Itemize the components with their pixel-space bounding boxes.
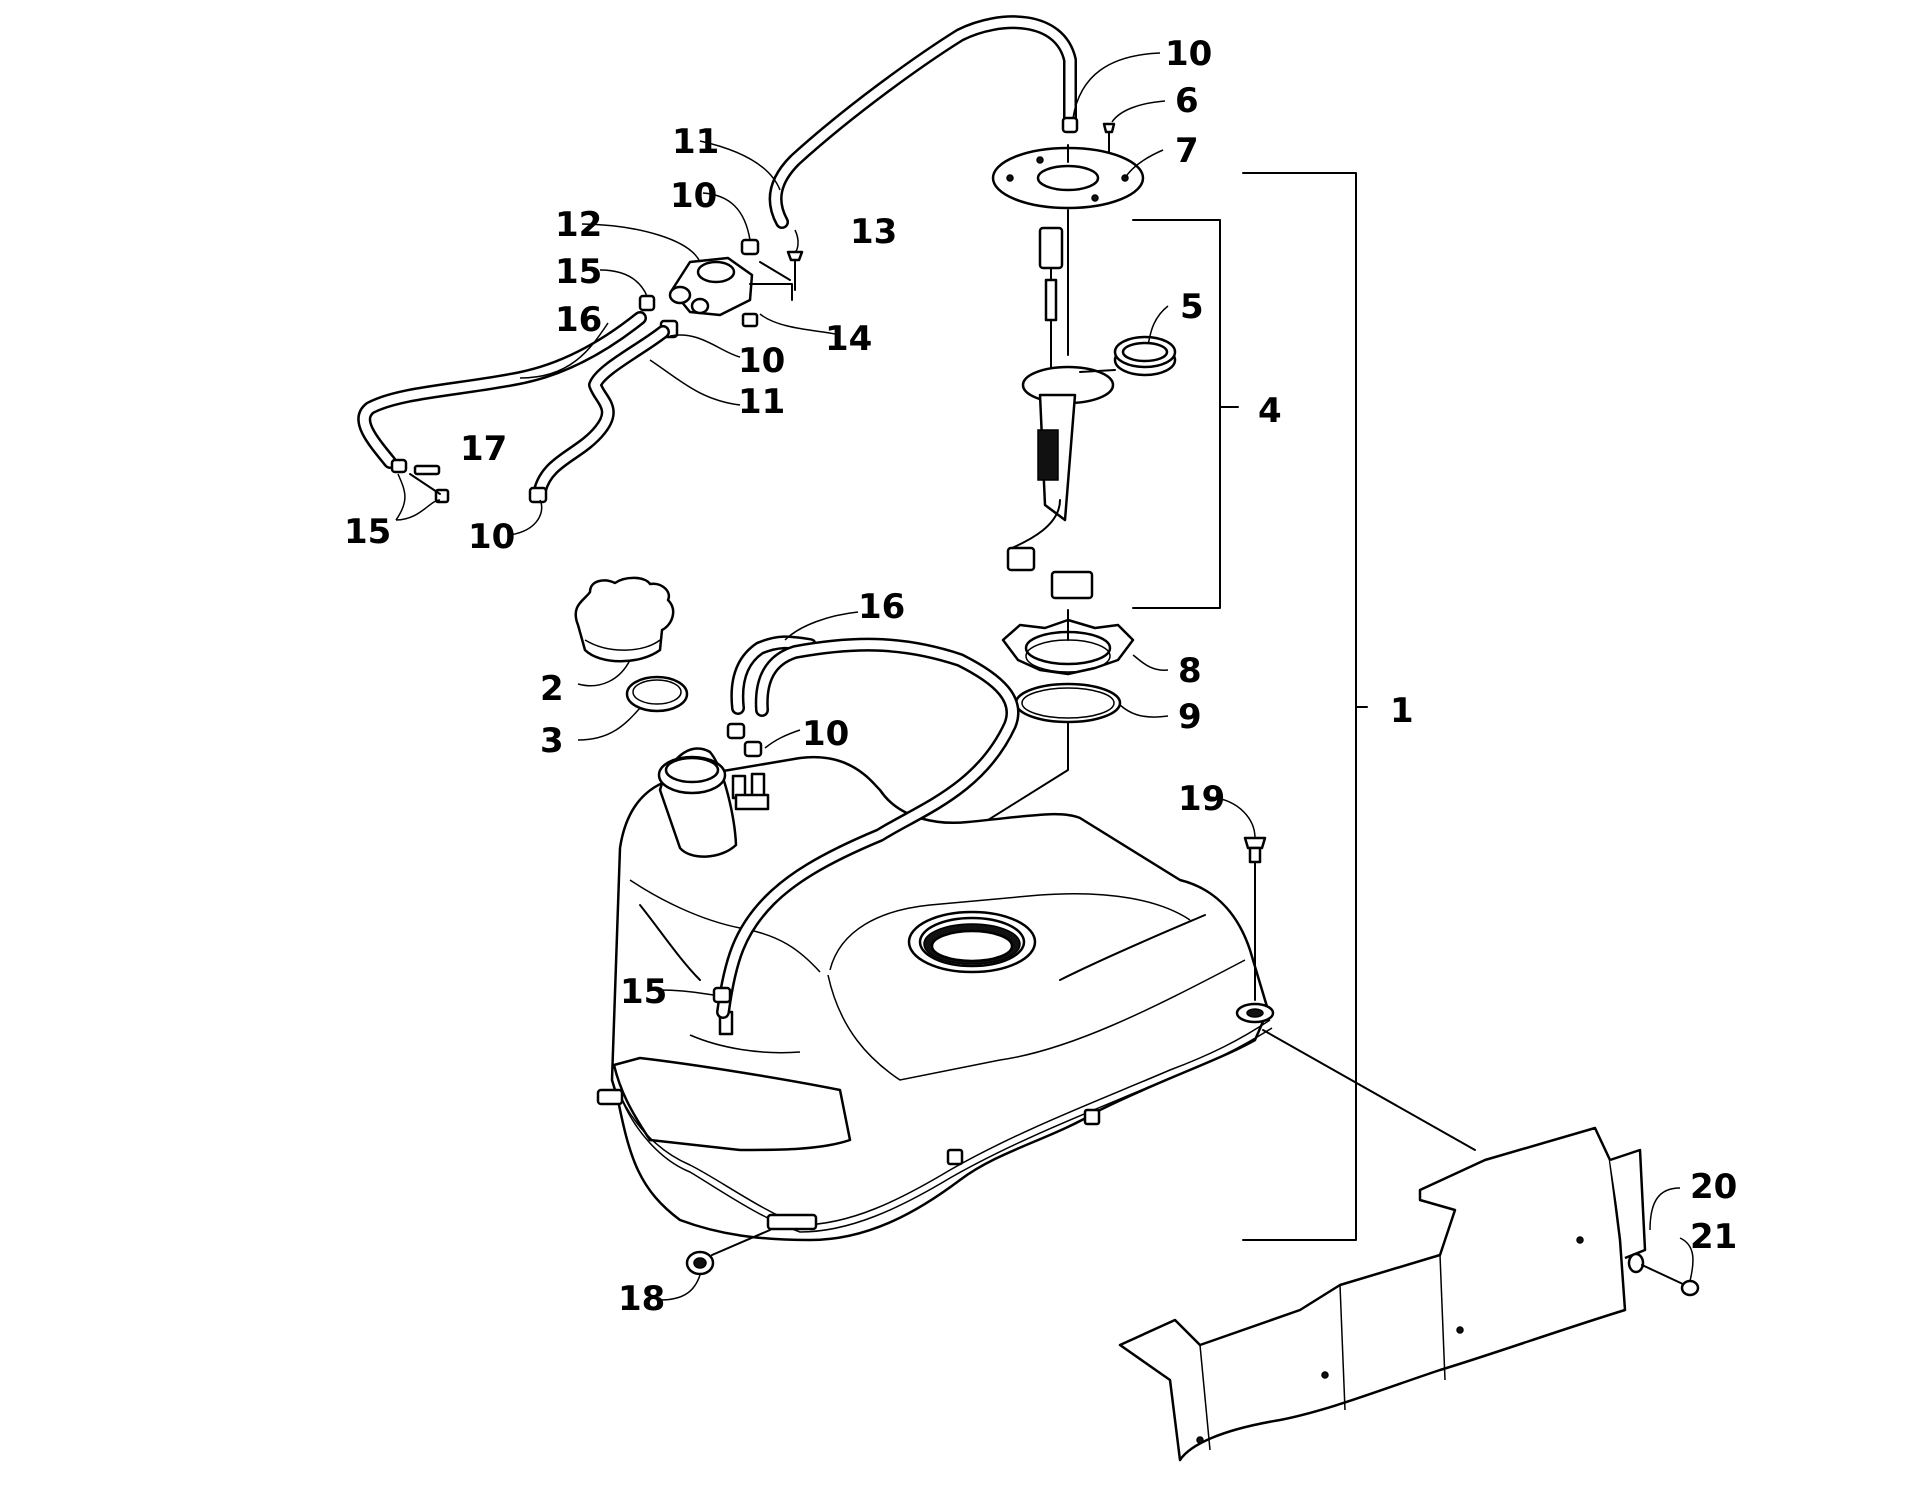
callout-label: 15 [620,972,667,1012]
nut-14 [741,312,759,328]
screw-19 [1243,836,1267,1001]
callout-label: 8 [1178,651,1202,691]
callout-label: 11 [672,122,719,162]
vent-hose-upper [768,15,1077,229]
callout-label: 18 [618,1279,665,1319]
connector-17 [409,464,450,504]
callout-label: 16 [555,300,602,340]
callout-label: 2 [540,669,564,709]
screw-13 [786,250,804,291]
bracket-assembly-1 [1242,172,1368,1241]
callout-label: 7 [1175,131,1199,171]
callout-label: 10 [670,176,717,216]
screw-6 [1102,122,1116,166]
callout-label: 10 [802,714,849,754]
callout-label: 17 [460,429,507,469]
grommet-18 [685,1229,771,1276]
callout-label: 9 [1178,697,1202,737]
callout-labels: 1 2 3 4 5 6 7 8 9 10 10 10 10 10 11 11 1… [344,34,1737,1319]
callout-label: 21 [1690,1217,1737,1257]
callout-label: 3 [540,721,564,761]
hose-clamp [1061,116,1079,134]
seal-ring-5 [1113,335,1177,377]
callout-label: 1 [1390,691,1414,731]
retaining-ring-8 [1001,609,1135,676]
callout-label: 20 [1690,1167,1737,1207]
callout-label: 19 [1178,779,1225,819]
mounting-plate-7 [991,144,1145,210]
leader-lines [395,52,1694,1301]
fuel-cap-2 [574,576,675,663]
callout-label: 15 [555,252,602,292]
valve-12 [668,256,793,317]
filler-gasket-3 [625,675,689,713]
callout-label: 10 [738,341,785,381]
callout-label: 6 [1175,81,1199,121]
callout-label: 13 [850,212,897,252]
callout-label: 16 [858,587,905,627]
fitting-15 [638,294,656,312]
callout-label: 11 [738,382,785,422]
callout-label: 10 [468,517,515,557]
callout-label: 5 [1180,287,1204,327]
fuel-tank [596,747,1275,1242]
callout-label: 14 [825,319,872,359]
callout-label: 12 [555,205,602,245]
gasket-9 [1014,682,1122,724]
bracket-assembly-4 [1132,219,1239,609]
hose-clamp [740,238,760,256]
fitting-15 [712,986,732,1004]
clamp-10 [743,740,763,758]
clamp-10 [528,486,548,504]
fuel-pump-assembly [1006,209,1116,600]
vent-hose-11-lower [533,325,670,497]
callout-label: 10 [1165,34,1212,74]
callout-label: 15 [344,512,391,552]
callout-label: 4 [1258,391,1282,431]
vent-hose-16-tank [716,635,1020,1019]
heat-shield-20 [1118,1029,1647,1462]
fitting-15 [390,458,408,474]
clamp-10 [726,722,746,740]
